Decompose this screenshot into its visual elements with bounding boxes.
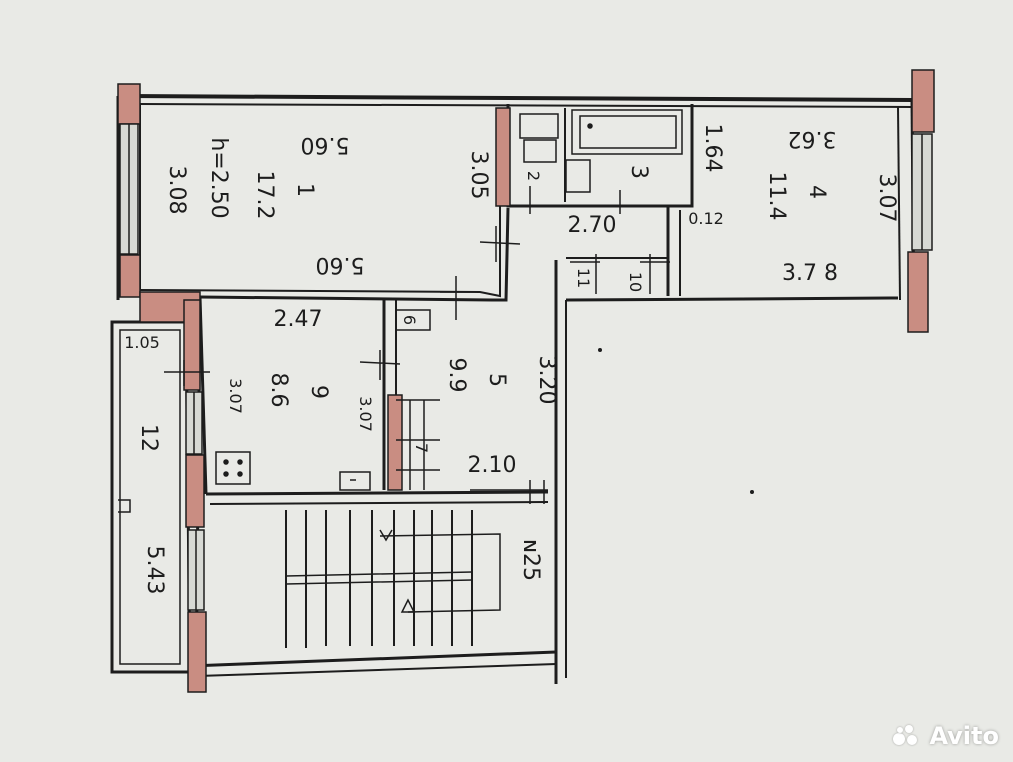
- r1-left-dim: 3.08: [164, 166, 189, 215]
- r5-bottom-dim: 2.10: [468, 453, 517, 478]
- r5-number: 5: [484, 373, 509, 387]
- r2-number: 2: [524, 171, 543, 181]
- door-marks: [118, 186, 670, 513]
- r1-ceiling-height: h=2.50: [206, 137, 231, 218]
- r4-extra-dim: 0.12: [688, 209, 724, 228]
- r5-top-dim: 2.70: [568, 213, 617, 238]
- r5-right-dim: 3.20: [534, 356, 559, 405]
- r4-top-dim: 3.62: [788, 126, 837, 151]
- r3-number: 3: [626, 165, 651, 179]
- r4-bottom-dim: 3.7 8: [782, 261, 838, 286]
- r1-number: 1: [292, 183, 317, 197]
- r1-right-dim: 3.05: [466, 151, 491, 200]
- r10-number: 10: [626, 272, 645, 292]
- avito-watermark: Avito: [893, 722, 999, 750]
- wall-piers: [117, 69, 935, 693]
- vent-grille-icon: [215, 451, 251, 485]
- r4-right-dim: 3.07: [874, 174, 899, 223]
- windows: [119, 123, 933, 611]
- r4-left-dim: 1.64: [700, 124, 725, 173]
- r9-number: 9: [306, 385, 331, 399]
- r1-area: 17.2: [252, 171, 277, 220]
- bathroom-fixtures: [519, 109, 683, 193]
- r9-top-dim: 2.47: [274, 307, 323, 332]
- r9-left-dim: 3.07: [226, 378, 245, 414]
- r9-area: 8.6: [266, 373, 291, 408]
- room-labels: 5.60 h=2.50 17.2 1 3.08 3.05 5.60 2 3 3.…: [124, 124, 899, 595]
- r9-right-dim: 3.07: [356, 396, 375, 432]
- r12-side-dim: 5.43: [142, 546, 167, 595]
- r6-number: 6: [400, 315, 419, 325]
- ink-dot: [750, 490, 754, 494]
- staircase: [285, 510, 501, 648]
- stairs-label: ɴ25: [518, 539, 543, 581]
- watermark-text: Avito: [929, 722, 999, 750]
- r12-number: 12: [136, 424, 161, 452]
- r11-number: 11: [574, 268, 593, 288]
- ink-dot: [598, 348, 602, 352]
- r1-bottom-dim: 5.60: [316, 252, 365, 277]
- r4-number: 4: [804, 185, 829, 199]
- r12-top-dim: 1.05: [124, 333, 160, 352]
- r5-area: 9.9: [444, 358, 469, 393]
- r7-number: 7: [412, 443, 431, 453]
- r1-top-dim: 5.60: [301, 132, 350, 157]
- r4-area: 11.4: [764, 172, 789, 221]
- avito-logo-icon: [893, 725, 923, 747]
